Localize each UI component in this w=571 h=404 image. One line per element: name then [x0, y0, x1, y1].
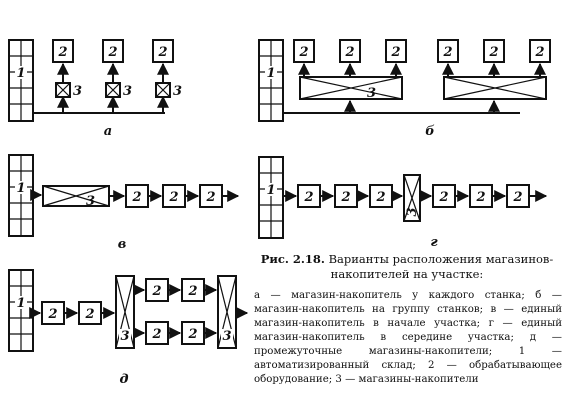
caption-body: а — магазин-накопитель у каждого станка;… — [254, 290, 562, 385]
machine-a3: 2 — [152, 39, 174, 63]
warehouse-g: 1 — [258, 156, 284, 239]
warehouse-label: 1 — [16, 181, 25, 196]
machine-g4: 2 — [432, 184, 456, 208]
subfigure-label-v: в — [118, 237, 127, 252]
machine-label: 2 — [488, 45, 498, 60]
machine-label: 2 — [187, 284, 197, 299]
storage-unit-a3: 3 — [155, 62, 182, 113]
subfigure-label-d: д — [119, 372, 128, 387]
machine-label: 2 — [84, 307, 94, 322]
machine-label: 2 — [107, 45, 117, 60]
machine-label: 2 — [157, 45, 167, 60]
machine-v3: 2 — [199, 184, 223, 208]
machine-g6: 2 — [506, 184, 530, 208]
machine-label: 2 — [344, 45, 354, 60]
machine-label: 2 — [340, 190, 350, 205]
warehouse-label: 1 — [266, 183, 275, 198]
caption-title-text: Варианты расположения магазинов-накопите… — [328, 252, 554, 281]
storage-label: 3 — [120, 329, 129, 344]
machine-g2: 2 — [334, 184, 358, 208]
machine-label: 2 — [151, 284, 161, 299]
machine-g1: 2 — [297, 184, 321, 208]
machine-label: 2 — [57, 45, 67, 60]
machine-v2: 2 — [162, 184, 186, 208]
machine-g3: 2 — [369, 184, 393, 208]
machine-label: 2 — [442, 45, 452, 60]
machine-label: 2 — [475, 190, 485, 205]
storage-unit-a1: 3 — [55, 62, 82, 113]
storage-v: 3 — [42, 185, 110, 209]
machine-b3: 2 — [385, 39, 407, 63]
storage-label: 3 — [123, 84, 132, 99]
machine-d2: 2 — [78, 301, 102, 325]
storage-label: 3 — [222, 329, 231, 344]
scheme-g: 1 2 2 2 3 2 2 2 г — [258, 156, 548, 250]
machine-label: 2 — [168, 190, 178, 205]
machine-label: 2 — [47, 307, 57, 322]
warehouse-label: 1 — [16, 66, 25, 81]
machine-g5: 2 — [469, 184, 493, 208]
machine-b5: 2 — [483, 39, 505, 63]
machine-label: 2 — [438, 190, 448, 205]
storage-label: 3 — [405, 207, 420, 216]
group-storage-b2 — [442, 62, 547, 113]
machine-label: 2 — [303, 190, 313, 205]
machine-label: 2 — [534, 45, 544, 60]
warehouse-b: 1 — [258, 39, 284, 122]
scheme-v: 1 3 2 2 2 в — [8, 154, 240, 252]
machine-label: 2 — [151, 327, 161, 342]
figure-number: Рис. 2.18. — [260, 252, 325, 266]
subfigure-label-b: б — [425, 124, 435, 139]
warehouse-label: 1 — [266, 66, 275, 81]
machine-label: 2 — [298, 45, 308, 60]
storage-label: 3 — [86, 194, 95, 209]
warehouse-d: 1 — [8, 269, 34, 352]
machine-label: 2 — [131, 190, 141, 205]
machine-v1: 2 — [125, 184, 149, 208]
storage-d2: 3 — [217, 275, 237, 349]
warehouse-v: 1 — [8, 154, 34, 237]
storage-d1: 3 — [115, 275, 135, 349]
storage-unit-a2: 3 — [105, 62, 132, 113]
machine-a1: 2 — [52, 39, 74, 63]
storage-label: 3 — [73, 84, 82, 99]
storage-label: 3 — [173, 84, 182, 99]
machine-d1: 2 — [41, 301, 65, 325]
machine-d4: 2 — [181, 278, 205, 302]
machine-label: 2 — [187, 327, 197, 342]
scheme-a: 1 3 2 3 2 — [8, 39, 182, 139]
scheme-d: 1 2 2 3 2 2 2 2 3 д — [8, 269, 249, 387]
warehouse-label: 1 — [16, 296, 25, 311]
scheme-b: 1 3 2 2 2 2 2 2 б — [258, 39, 551, 139]
machine-d6: 2 — [181, 321, 205, 345]
machine-b6: 2 — [529, 39, 551, 63]
group-storage-b1: 3 — [298, 62, 403, 113]
machine-label: 2 — [375, 190, 385, 205]
machine-d3: 2 — [145, 278, 169, 302]
machine-b2: 2 — [339, 39, 361, 63]
machine-b4: 2 — [437, 39, 459, 63]
subfigure-label-a: а — [104, 124, 112, 139]
machine-label: 2 — [390, 45, 400, 60]
machine-d5: 2 — [145, 321, 169, 345]
machine-b1: 2 — [293, 39, 315, 63]
caption-title: Рис. 2.18. Варианты расположения магазин… — [257, 252, 557, 282]
warehouse-a: 1 — [8, 39, 34, 122]
machine-label: 2 — [205, 190, 215, 205]
storage-label: 3 — [367, 86, 376, 101]
subfigure-label-g: г — [430, 235, 438, 250]
machine-a2: 2 — [102, 39, 124, 63]
machine-label: 2 — [512, 190, 522, 205]
storage-g: 3 — [403, 174, 421, 222]
